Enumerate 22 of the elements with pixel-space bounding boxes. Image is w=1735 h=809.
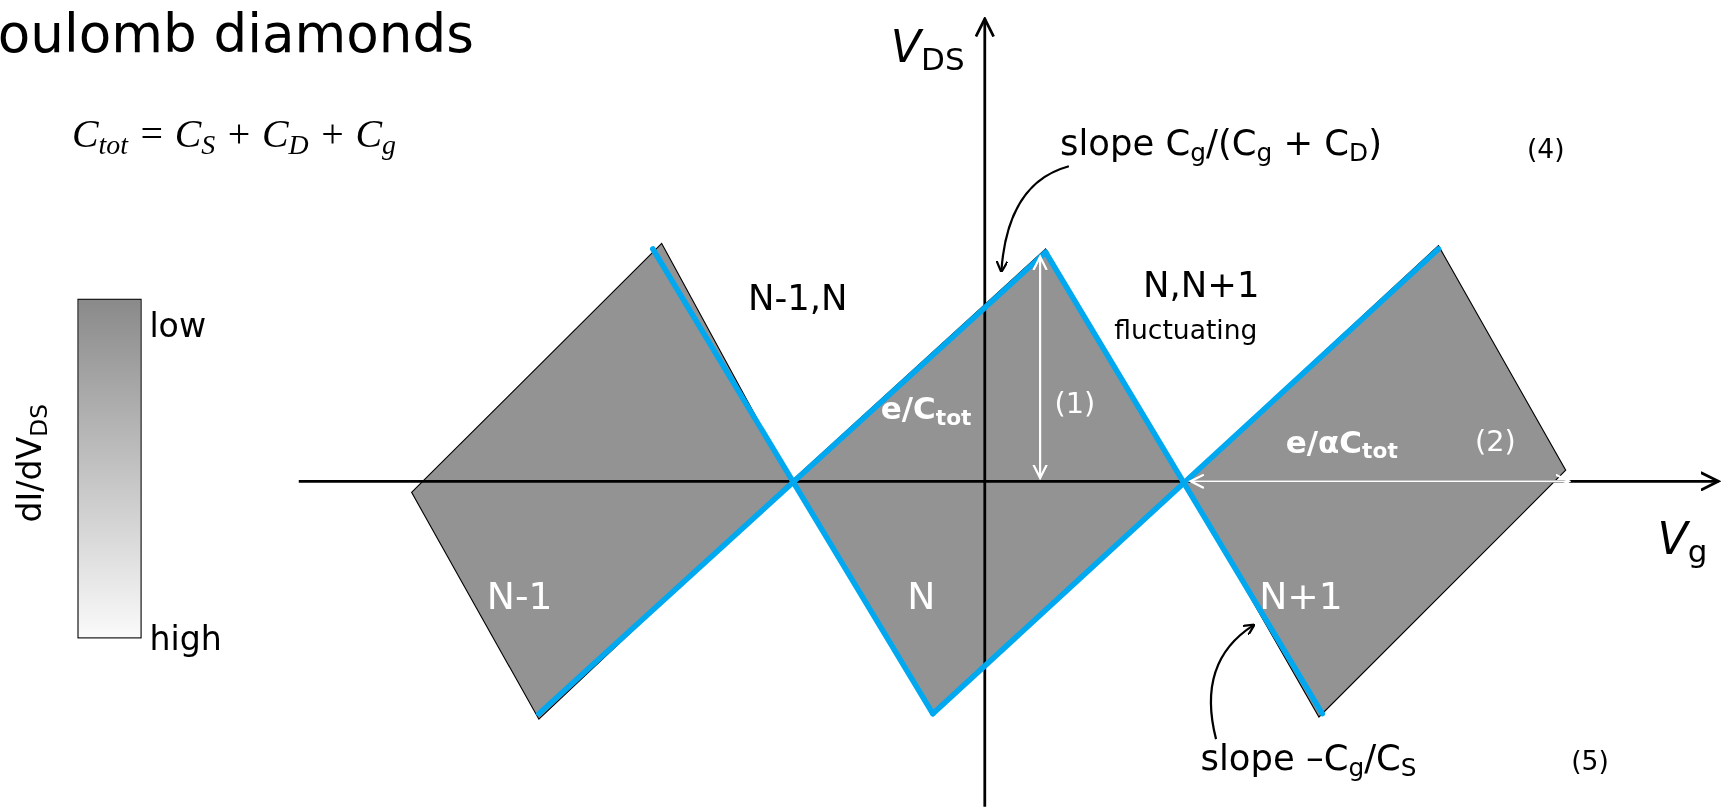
region-note: fluctuating	[1114, 315, 1258, 345]
title: oulomb diamonds	[0, 4, 474, 63]
slope-label: slope –C$_{g}$/C$_{S}$	[1200, 739, 1417, 782]
equation-number: (5)	[1571, 746, 1609, 777]
axis-label: V$_{DS}$	[890, 22, 965, 78]
axis-label: V$_{g}$	[1657, 514, 1708, 570]
equation-number: (2)	[1474, 426, 1516, 458]
region-label: N	[907, 575, 936, 617]
slope-label: slope C$_{g}$/(C$_{g}$ + C$_{D}$)	[1060, 123, 1382, 167]
dimension-label: e/αC$_{tot}$	[1285, 426, 1398, 463]
region-label: N,N+1	[1143, 265, 1260, 305]
region-label: N-1,N	[748, 278, 848, 318]
equation-number: (4)	[1526, 135, 1565, 165]
colorbar-label: low	[149, 307, 207, 345]
dimension-label: e/C$_{tot}$	[880, 392, 972, 430]
region-label: N-1	[486, 575, 553, 617]
formula: C$_{tot}$ = C$_{S}$ + C$_{D}$ + C$_{g}$	[71, 112, 397, 161]
leader-line	[1209, 623, 1256, 740]
leader-line	[995, 165, 1070, 274]
equation-number: (1)	[1054, 387, 1096, 419]
colorbar-label: high	[149, 619, 222, 657]
region-label: N+1	[1259, 575, 1343, 617]
